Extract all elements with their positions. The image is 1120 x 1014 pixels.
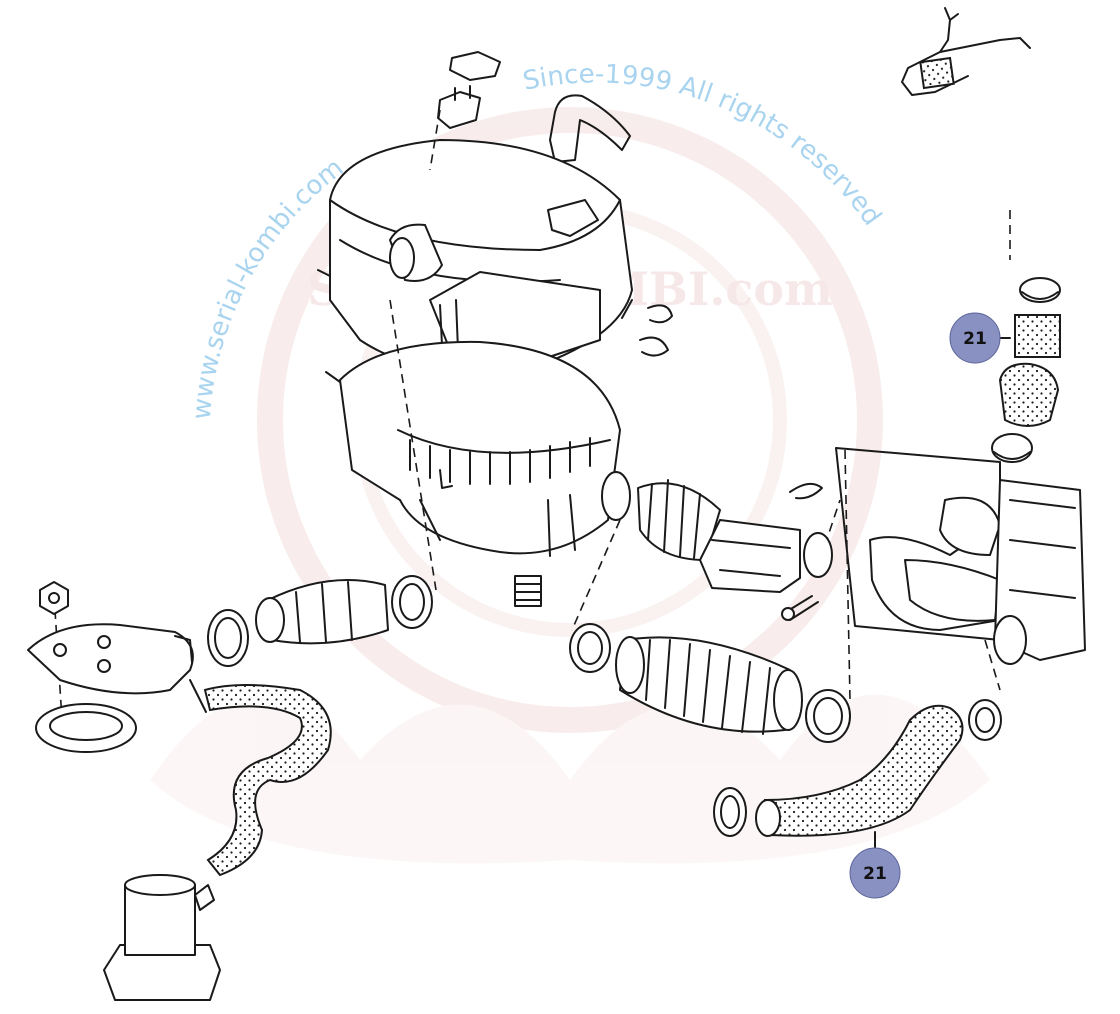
hose-clamp-center-2 [805,689,851,743]
intake-boot-left [255,579,389,645]
hose-clamp-top-right-2 [991,433,1033,463]
hose-clamp-right-2 [968,699,1002,741]
hose-clamp-center-1 [569,623,611,673]
hose-clamp-left-1 [207,609,249,667]
filter-sleeve-top [1014,314,1061,358]
corrugated-duct [615,636,803,735]
hex-nut [39,581,69,615]
air-filter-housing-lid [317,139,633,375]
screw [781,595,819,621]
hose-clamp-top-right-1 [1019,277,1061,303]
gasket-ring [35,703,137,753]
hose-clamp-left-2 [391,575,433,629]
canister [103,874,221,1001]
callout-21-top[interactable]: 21 [949,312,1011,364]
callout-label-bottom: 21 [863,864,887,884]
callout-label-top: 21 [963,329,987,349]
small-clip [789,482,823,500]
air-filter-housing-base [325,340,631,557]
air-flow-meter [699,519,833,593]
rubber-grommet [514,575,542,607]
coolant-hose-right [755,704,964,837]
hose-clamp-right-1 [713,787,747,837]
breather-hose-left [189,679,332,877]
clamp-strap [549,94,631,163]
spring-clip [639,304,673,357]
mounting-plate [27,623,194,695]
clip-top [437,51,501,129]
heater-unit [869,479,1086,665]
assembly-lines [54,109,1011,721]
callout-21-bottom[interactable]: 21 [849,831,901,899]
filter-sleeve-bottom [998,362,1060,427]
mounting-bracket [901,7,1031,96]
